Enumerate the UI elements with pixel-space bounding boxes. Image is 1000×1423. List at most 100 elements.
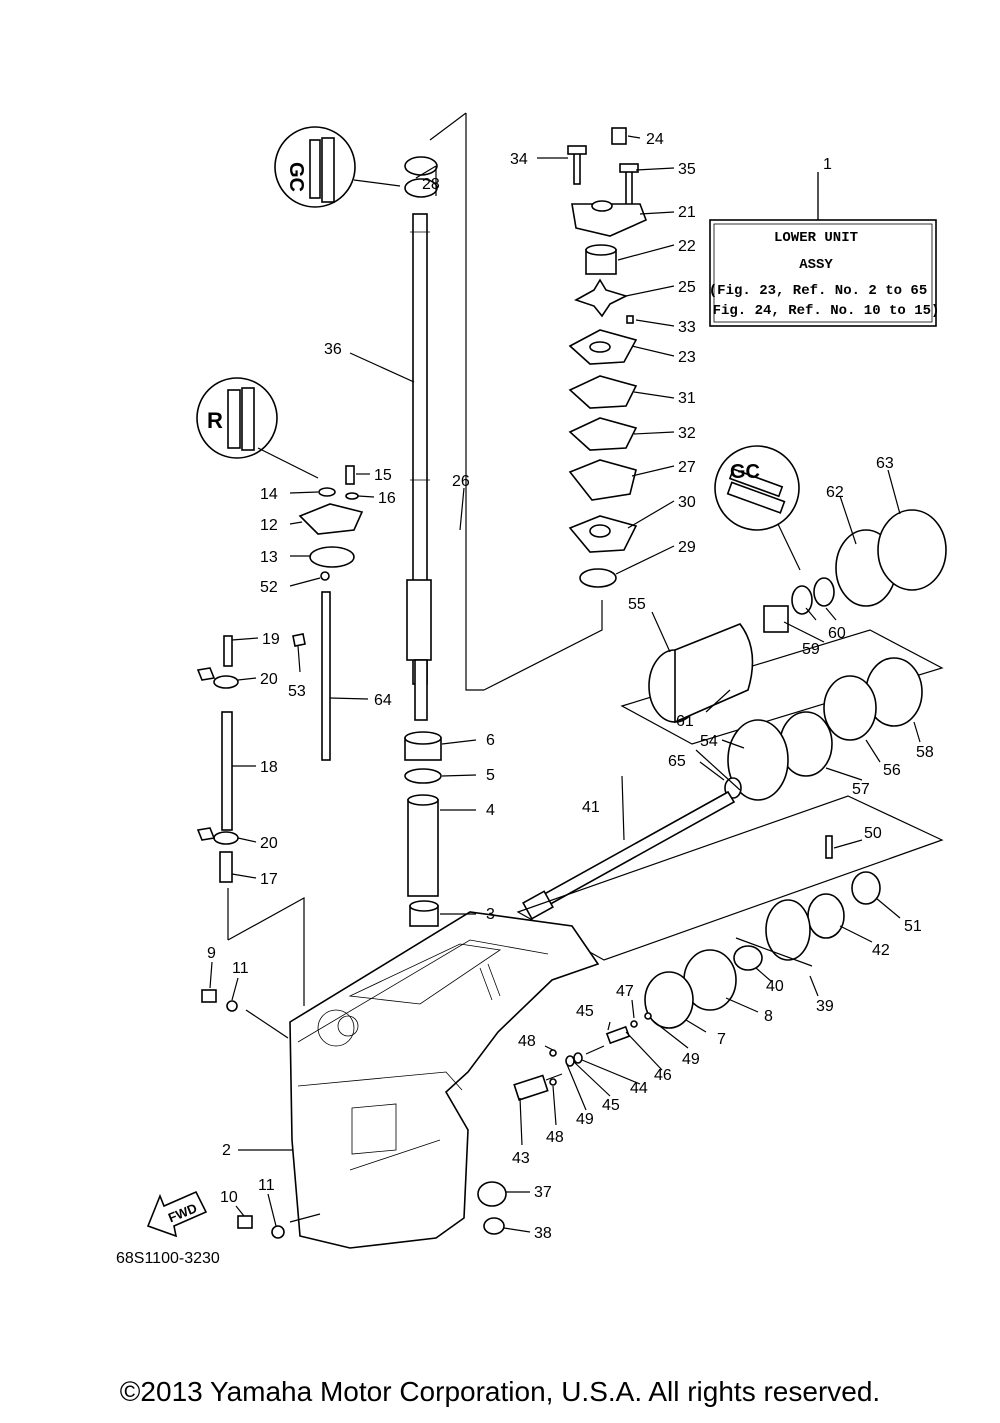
callout-15: 15 [374, 467, 392, 484]
callout-7: 7 [717, 1031, 726, 1048]
callout-6: 6 [486, 732, 495, 749]
leader-11b [289, 1213, 321, 1223]
callout-63: 63 [876, 455, 894, 472]
callout-1: 1 [823, 156, 832, 173]
callout-31: 31 [678, 390, 696, 407]
callout-9: 9 [207, 945, 216, 962]
callout-10: 10 [220, 1189, 238, 1206]
callout-2: 2 [222, 1142, 231, 1159]
fwd-arrow: FWD [146, 1190, 208, 1238]
callout-35: 35 [678, 161, 696, 178]
callout-42: 42 [872, 942, 890, 959]
callout-11a: 11 [232, 960, 249, 977]
callout-39: 39 [816, 998, 834, 1015]
callout-41: 41 [582, 799, 600, 816]
callout-38: 38 [534, 1225, 552, 1242]
callout-52: 52 [260, 579, 278, 596]
info-box-line1: LOWER UNIT [774, 230, 858, 246]
shift-linkage [196, 465, 364, 883]
forward-gear-group [644, 835, 881, 1029]
callout-62: 62 [826, 484, 844, 501]
bracket-9 [227, 896, 305, 1006]
info-box-line2: ASSY [799, 257, 833, 273]
callout-27: 27 [678, 459, 696, 476]
callout-labels: 1 2 3 4 5 6 7 8 9 10 11 11 12 13 14 15 1… [207, 131, 934, 1242]
callout-58: 58 [916, 744, 934, 761]
info-box-line3: (Fig. 23, Ref. No. 2 to 65 [709, 283, 927, 299]
leader-lines [209, 135, 921, 1233]
info-box: LOWER UNIT ASSY (Fig. 23, Ref. No. 2 to … [709, 172, 940, 327]
callout-20b: 20 [260, 835, 278, 852]
callout-21: 21 [678, 204, 696, 221]
sealant-callout-right: GC [714, 445, 801, 571]
callout-4: 4 [486, 802, 495, 819]
sealant-callout-left: R [196, 377, 319, 479]
drive-shaft [404, 156, 438, 721]
callout-44: 44 [630, 1080, 648, 1097]
housing-fasteners [201, 989, 507, 1239]
callout-45b: 45 [602, 1097, 620, 1114]
callout-50: 50 [864, 825, 882, 842]
callout-28: 28 [422, 176, 440, 193]
shaft-bracket [465, 113, 484, 691]
callout-48a: 48 [518, 1033, 536, 1050]
callout-54: 54 [700, 733, 718, 750]
callout-11b: 11 [258, 1177, 275, 1194]
callout-34: 34 [510, 151, 528, 168]
callout-40: 40 [766, 978, 784, 995]
callout-49b: 49 [576, 1111, 594, 1128]
callout-3: 3 [486, 906, 495, 923]
callout-64: 64 [374, 692, 392, 709]
callout-47: 47 [616, 983, 634, 1000]
callout-30: 30 [678, 494, 696, 511]
callout-65: 65 [668, 753, 686, 770]
svg-text:R: R [207, 408, 223, 433]
leader-11a [245, 1009, 289, 1039]
callout-12: 12 [260, 517, 278, 534]
callout-23: 23 [678, 349, 696, 366]
copyright-notice: ©2013 Yamaha Motor Corporation, U.S.A. A… [119, 1376, 881, 1407]
callout-49a: 49 [682, 1051, 700, 1068]
callout-51: 51 [904, 918, 922, 935]
callout-20a: 20 [260, 671, 278, 688]
shift-plunger-parts [513, 1012, 652, 1101]
callout-13: 13 [260, 549, 278, 566]
callout-24: 24 [646, 131, 664, 148]
callout-61: 61 [676, 713, 694, 730]
lower-housing [289, 911, 600, 1249]
callout-33: 33 [678, 319, 696, 336]
callout-26: 26 [452, 473, 470, 490]
callout-32: 32 [678, 425, 696, 442]
svg-text:GC: GC [730, 461, 760, 483]
drive-shaft-lower-parts [404, 731, 442, 927]
water-pump-stack [567, 127, 648, 588]
callout-43: 43 [512, 1150, 530, 1167]
callout-56: 56 [883, 762, 901, 779]
callout-53: 53 [288, 683, 306, 700]
callout-36: 36 [324, 341, 342, 358]
callout-46: 46 [654, 1067, 672, 1084]
diagram-code: 68S1100-3230 [116, 1250, 220, 1267]
callout-25: 25 [678, 279, 696, 296]
propeller-housing [648, 509, 947, 801]
callout-14: 14 [260, 486, 278, 503]
prop-housing-bracket [620, 629, 944, 745]
callout-16: 16 [378, 490, 396, 507]
svg-text:GC: GC [285, 162, 307, 192]
callout-5: 5 [486, 767, 495, 784]
callout-19: 19 [262, 631, 280, 648]
callout-48b: 48 [546, 1129, 564, 1146]
callout-17: 17 [260, 871, 278, 888]
info-box-line4: Fig. 24, Ref. No. 10 to 15) [713, 303, 940, 319]
callout-45a: 45 [576, 1003, 594, 1020]
callout-37: 37 [534, 1184, 552, 1201]
pump-bracket [483, 600, 603, 691]
callout-60: 60 [828, 625, 846, 642]
callout-22: 22 [678, 238, 696, 255]
callout-29: 29 [678, 539, 696, 556]
callout-59: 59 [802, 641, 820, 658]
sealant-callout-top: GC [274, 126, 401, 208]
callout-8: 8 [764, 1008, 773, 1025]
callout-57: 57 [852, 781, 870, 798]
